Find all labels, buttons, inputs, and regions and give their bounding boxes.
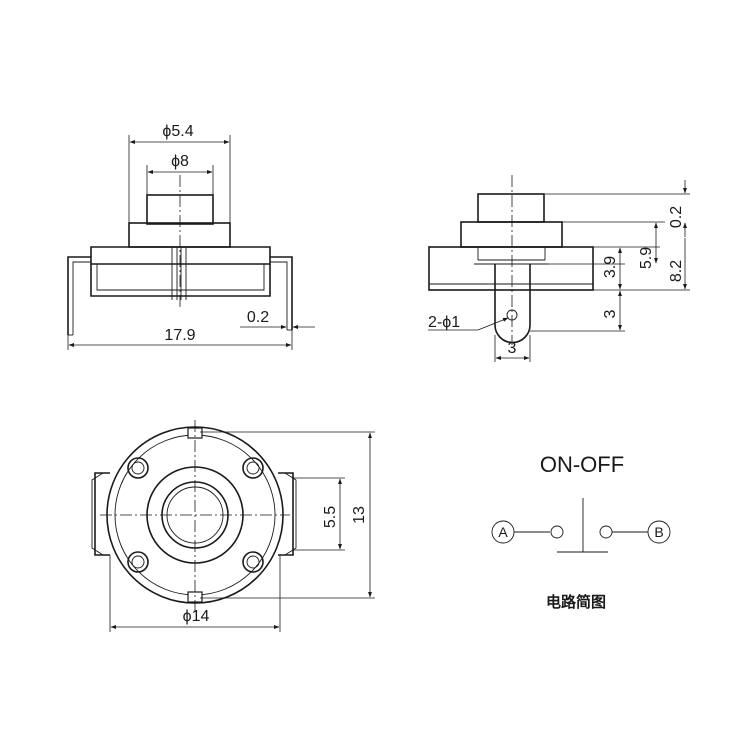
side-pin [494, 264, 531, 344]
top-view: 5.5 13 ϕ14 [91, 420, 375, 632]
node-b [647, 520, 671, 544]
front-right-pin [270, 256, 293, 330]
dim-d54: ϕ5.4 [162, 123, 193, 140]
front-body-inner [96, 264, 265, 291]
node-b-label: B [654, 524, 663, 540]
dim-0-2: 0.2 [668, 206, 685, 228]
front-collar [128, 222, 231, 248]
dim-pin: 0.2 [247, 309, 269, 326]
dim-5-5: 5.5 [322, 506, 339, 528]
dim-13: 13 [351, 506, 368, 524]
side-view: 0.2 5.9 3.9 8.2 3 3 2-ϕ1 [428, 175, 690, 362]
side-collar [460, 221, 563, 248]
screw-holes [127, 457, 264, 573]
dim-3-horizontal: 3 [508, 340, 517, 357]
front-body [90, 264, 271, 297]
front-view: ϕ5.4 ϕ8 17.9 0.2 [67, 123, 315, 350]
node-a-label: A [498, 524, 508, 540]
dim-hole: 2-ϕ1 [428, 314, 460, 331]
side-button [477, 193, 545, 223]
side-body [428, 246, 594, 291]
dim-5-9: 5.9 [638, 247, 655, 269]
front-body-top [90, 246, 271, 265]
schematic-caption: 电路简图 [546, 593, 606, 611]
dim-width: 17.9 [164, 327, 195, 344]
dim-d14: ϕ14 [183, 608, 210, 625]
front-left-pin [67, 256, 91, 335]
dim-d8: ϕ8 [171, 153, 189, 170]
dim-3-9: 3.9 [602, 256, 619, 278]
circuit-schematic: ON-OFF A B 电路简图 [491, 452, 671, 611]
dim-8-2: 8.2 [668, 260, 685, 282]
schematic-title: ON-OFF [540, 452, 624, 477]
dim-3-vertical: 3 [602, 309, 619, 318]
right-tab [278, 472, 294, 556]
